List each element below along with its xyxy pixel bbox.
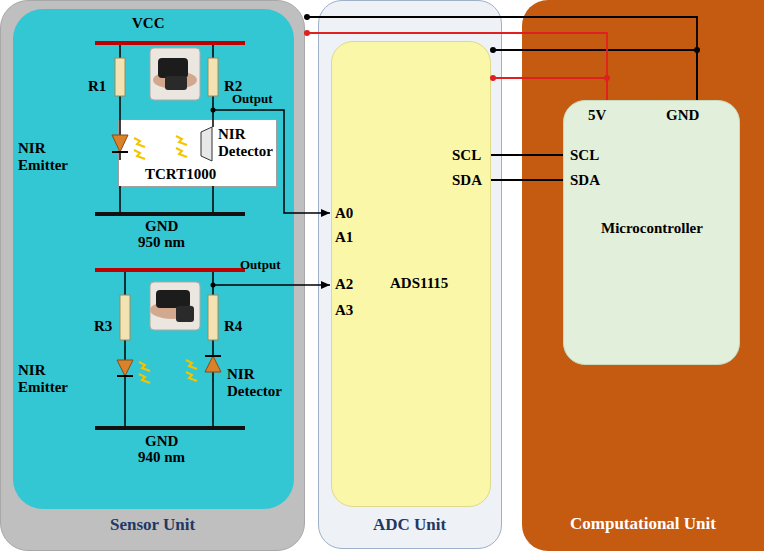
light-rays [134, 136, 187, 159]
ground-label: GND [145, 218, 178, 235]
node-title: Sensor Unit [110, 515, 195, 535]
emitter-diode [117, 360, 133, 376]
photodiode-symbol [205, 356, 221, 372]
pin-label: SDA [452, 172, 482, 189]
vcc-rail [95, 268, 245, 272]
node-title: ADC Unit [373, 515, 446, 535]
pin-label: GND [666, 107, 699, 124]
resistor-symbol [120, 295, 130, 340]
ground-rail [95, 426, 245, 430]
ground-rail [95, 212, 245, 216]
supply-label: VCC [132, 15, 165, 32]
component-label: NIR Detector [227, 366, 282, 401]
bus-wire [491, 179, 563, 181]
bus-wire [491, 154, 563, 156]
microcontroller-box: Microcontroller [563, 100, 740, 365]
adc-chip-box: ADS1115 [331, 41, 491, 507]
resistor-symbol [115, 58, 125, 96]
power-wire [491, 50, 697, 100]
light-rays [139, 360, 197, 383]
emitter-diode [112, 135, 128, 152]
power-wire [305, 33, 607, 100]
photo-sensor-2 [150, 282, 200, 330]
junction-dot [490, 47, 496, 53]
unit-panel: ADC Unit ADS1115 [318, 0, 502, 549]
junction-dot [304, 30, 310, 36]
signal-label: Output [232, 92, 272, 107]
component-label: R3 [94, 318, 112, 335]
resistor-symbol [208, 295, 218, 340]
component-label: NIR Emitter [18, 362, 68, 397]
wavelength-label: 950 nm [138, 234, 185, 251]
component-label: R1 [88, 78, 106, 95]
pin-label: A2 [335, 276, 353, 293]
pin-label: A3 [335, 302, 353, 319]
component-label: R4 [224, 318, 242, 335]
junction-dot [304, 14, 310, 20]
unit-panel: Computational Unit Microcontroller [522, 0, 764, 551]
output-wire [213, 110, 330, 213]
pin-label: SDA [570, 172, 600, 189]
junction-dot [490, 75, 496, 81]
photo-sensor-1 [150, 48, 200, 100]
power-wire [491, 78, 607, 100]
node-title: Microcontroller [601, 220, 703, 237]
vcc-rail [95, 41, 245, 45]
node-title: TCRT1000 [145, 166, 216, 183]
pin-label: SCL [570, 147, 599, 164]
ground-label: GND [145, 433, 178, 450]
node-title: Computational Unit [570, 514, 716, 534]
power-wire [305, 17, 697, 100]
output-wire [213, 284, 330, 286]
pin-label: SCL [452, 147, 481, 164]
signal-label: Output [240, 258, 280, 273]
node-title: ADS1115 [390, 275, 448, 292]
resistor-symbol [208, 58, 218, 96]
pin-label: A0 [335, 205, 353, 222]
detector-symbol [201, 127, 212, 161]
component-label: NIR Detector [218, 126, 273, 161]
pin-label: 5V [588, 107, 606, 124]
pin-label: A1 [335, 229, 353, 246]
wavelength-label: 940 nm [138, 449, 185, 466]
component-label: NIR Emitter [18, 140, 68, 175]
